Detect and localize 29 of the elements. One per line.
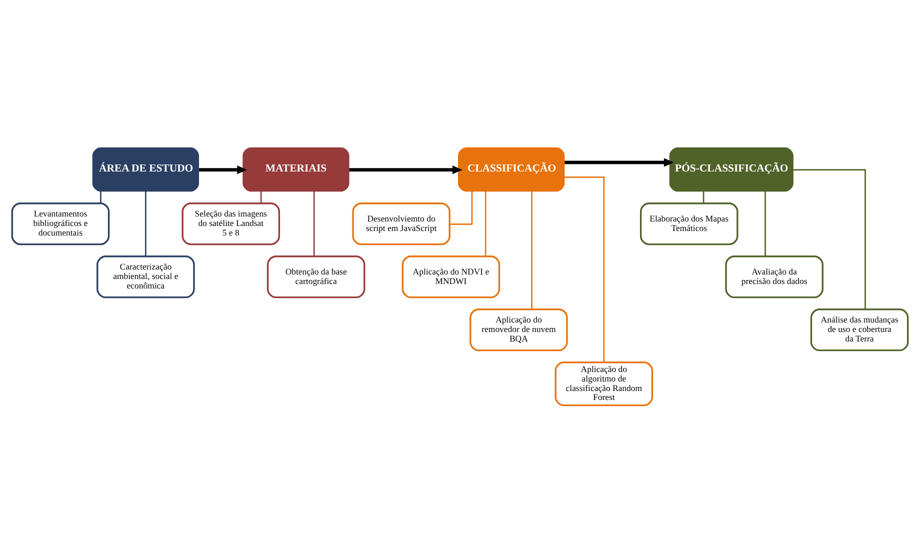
connector (449, 190, 472, 224)
node-box: CLASSIFICAÇÃO (458, 146, 564, 192)
connector (144, 190, 146, 256)
node-box: Aplicação do algoritmo de classificação Random Forest (554, 361, 653, 406)
node-box: Seleção das imagens do satélite Landsat 5 e 8 (181, 202, 280, 245)
connector (764, 190, 766, 256)
node-box: Obtenção da base cartográfica (266, 255, 365, 298)
connector (484, 190, 486, 256)
connector (702, 191, 704, 203)
arrow (564, 158, 674, 166)
node-box: MATERIAIS (242, 146, 349, 192)
node-box: Aplicação do NDVI e MNDWI (401, 255, 500, 298)
arrow (198, 165, 247, 174)
node-box: Aplicação do removedor de nuvem BQA (469, 308, 568, 351)
node-box: Desenvolviemto do script em JavaScript (352, 202, 450, 245)
connector (260, 191, 262, 203)
node-box: ÁREA DE ESTUDO (92, 146, 199, 192)
node-box: PÓS-CLASSIFICAÇÃO (668, 146, 793, 192)
arrow (348, 165, 462, 174)
connector (792, 168, 866, 309)
connector (564, 176, 604, 362)
connector (100, 191, 101, 203)
node-box: Elaboração dos Mapas Temáticos (639, 202, 738, 245)
connector (312, 190, 314, 256)
node-box: Caracterização ambiental, social e econômica (96, 255, 194, 298)
node-box: Análise das mudanças de uso e cobertura da Terra (810, 308, 908, 351)
node-box: Avaliação da precisão dos dados (724, 255, 823, 298)
node-box: Levantamentos bibliográficos e documentais (10, 202, 110, 245)
connector (530, 190, 532, 309)
